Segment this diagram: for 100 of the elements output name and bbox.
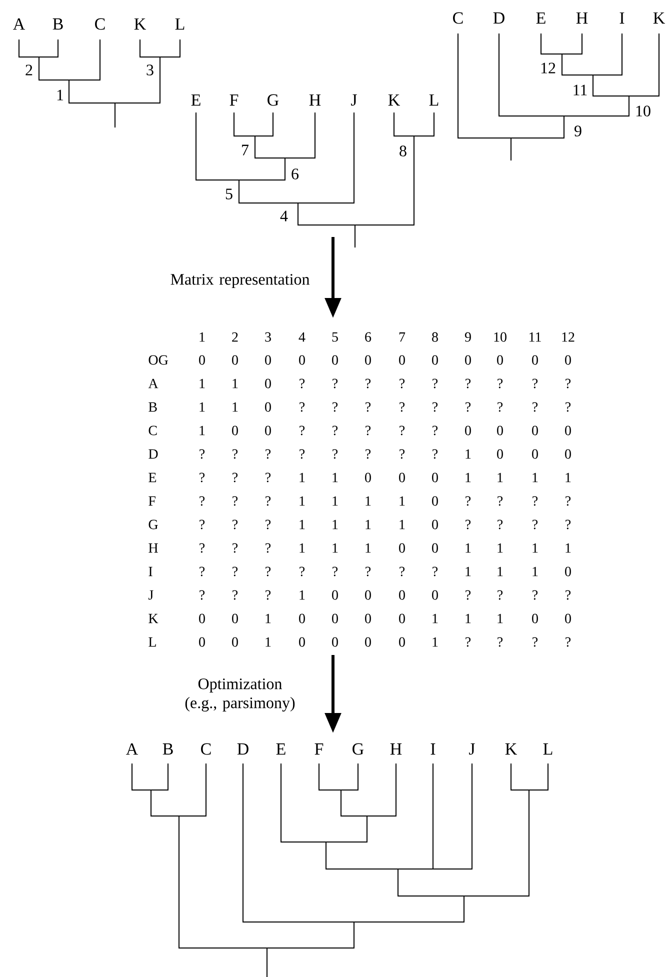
matrix-cell: ?: [366, 449, 371, 459]
matrix-cell: 0: [332, 590, 338, 600]
matrix-cell: ?: [566, 637, 571, 647]
matrix-cell: ?: [232, 590, 238, 600]
tip-label: A: [126, 743, 138, 755]
matrix-cell: 0: [365, 355, 371, 365]
matrix-cell: 0: [332, 614, 338, 624]
matrix-cell: 0: [365, 637, 371, 647]
matrix-cell: ?: [432, 566, 438, 576]
matrix-cell: 1: [366, 543, 371, 553]
matrix-cell: 7: [399, 332, 406, 342]
tip-label: C: [201, 743, 211, 755]
tip-label: E: [536, 12, 546, 24]
matrix-cell: ?: [232, 543, 238, 553]
matrix-cell: 0: [199, 614, 205, 624]
matrix-cell: ?: [498, 637, 503, 647]
tip-label: J: [351, 94, 357, 106]
matrix-cell: 0: [565, 566, 571, 576]
matrix-cell: 0: [432, 496, 438, 506]
matrix-cell: 0: [265, 355, 271, 365]
matrix-cell: 0: [199, 637, 205, 647]
matrix-cell: 1: [200, 332, 205, 342]
matrix-cell: ?: [232, 449, 238, 459]
matrix-cell: 1: [300, 590, 305, 600]
matrix-cell: ?: [232, 496, 238, 506]
matrix-cell: ?: [466, 520, 471, 530]
matrix-cell: 2: [232, 332, 238, 342]
tip-label: D: [493, 12, 504, 24]
matrix-cell: 1: [532, 543, 538, 553]
matrix-cell: 0: [465, 426, 471, 436]
matrix-cell: 0: [332, 355, 338, 365]
row-label: B: [148, 402, 157, 412]
matrix-cell: 1: [466, 566, 471, 576]
matrix-cell: ?: [366, 402, 371, 412]
matrix-cell: 1: [498, 472, 503, 482]
matrix-cell: 1: [300, 543, 305, 553]
matrix-cell: 0: [465, 355, 471, 365]
matrix-cell: 9: [464, 332, 471, 342]
node-number: 9: [574, 126, 582, 136]
matrix-cell: 1: [332, 496, 338, 506]
matrix-cell: ?: [466, 402, 471, 412]
matrix-cell: 0: [265, 426, 271, 436]
matrix-cell: 1: [300, 496, 305, 506]
matrix-cell: 0: [299, 637, 305, 647]
matrix-cell: 0: [497, 426, 503, 436]
matrix-cell: 0: [432, 590, 438, 600]
tip-label: G: [352, 743, 364, 755]
matrix-cell: 1: [566, 472, 571, 482]
tip-label: L: [429, 94, 438, 106]
matrix-cell: ?: [200, 472, 205, 482]
matrix-cell: ?: [432, 378, 438, 388]
matrix-cell: ?: [332, 566, 338, 576]
matrix-cell: 0: [232, 614, 238, 624]
step-label: Optimization (e.g., parsimony): [185, 678, 295, 712]
matrix-cell: 0: [365, 590, 371, 600]
matrix-cell: ?: [200, 566, 205, 576]
tip-label: A: [13, 18, 26, 30]
matrix-cell: 0: [532, 355, 538, 365]
matrix-cell: 1: [366, 520, 371, 530]
tip-label: B: [52, 18, 63, 30]
matrix-cell: ?: [566, 378, 571, 388]
matrix-cell: 0: [432, 520, 438, 530]
tip-label: F: [314, 743, 324, 755]
matrix-cell: ?: [466, 378, 471, 388]
matrix-cell: ?: [200, 449, 205, 459]
matrix-cell: 0: [332, 637, 338, 647]
matrix-cell: 1: [498, 543, 503, 553]
node-number: 10: [636, 106, 650, 116]
matrix-cell: 0: [532, 614, 538, 624]
matrix-cell: 0: [299, 355, 305, 365]
tip-label: G: [268, 94, 279, 106]
matrix-cell: 0: [199, 355, 205, 365]
matrix-cell: 0: [399, 614, 405, 624]
tip-label: J: [469, 743, 475, 755]
matrix-cell: 0: [365, 614, 371, 624]
tip-label: E: [276, 743, 286, 755]
tip-label: I: [430, 743, 436, 755]
matrix-cell: ?: [266, 566, 271, 576]
matrix-cell: 0: [565, 355, 571, 365]
matrix-cell: ?: [498, 378, 503, 388]
node-number: 7: [242, 144, 249, 156]
matrix-cell: ?: [498, 520, 503, 530]
matrix-cell: ?: [400, 566, 405, 576]
matrix-cell: 6: [365, 332, 372, 342]
matrix-cell: 0: [232, 355, 238, 365]
matrix-cell: ?: [300, 566, 305, 576]
matrix-cell: ?: [232, 566, 238, 576]
tip-label: K: [134, 18, 146, 30]
row-label: L: [148, 637, 156, 647]
matrix-cell: 0: [399, 543, 405, 553]
matrix-cell: ?: [432, 449, 438, 459]
node-number: 12: [541, 62, 556, 74]
matrix-cell: 0: [565, 614, 571, 624]
matrix-cell: 1: [266, 637, 271, 647]
matrix-cell: 5: [332, 332, 338, 342]
matrix-cell: 1: [432, 614, 438, 624]
matrix-cell: ?: [532, 496, 538, 506]
matrix-cell: 1: [400, 520, 405, 530]
matrix-cell: ?: [366, 378, 371, 388]
tip-label: H: [576, 12, 588, 24]
